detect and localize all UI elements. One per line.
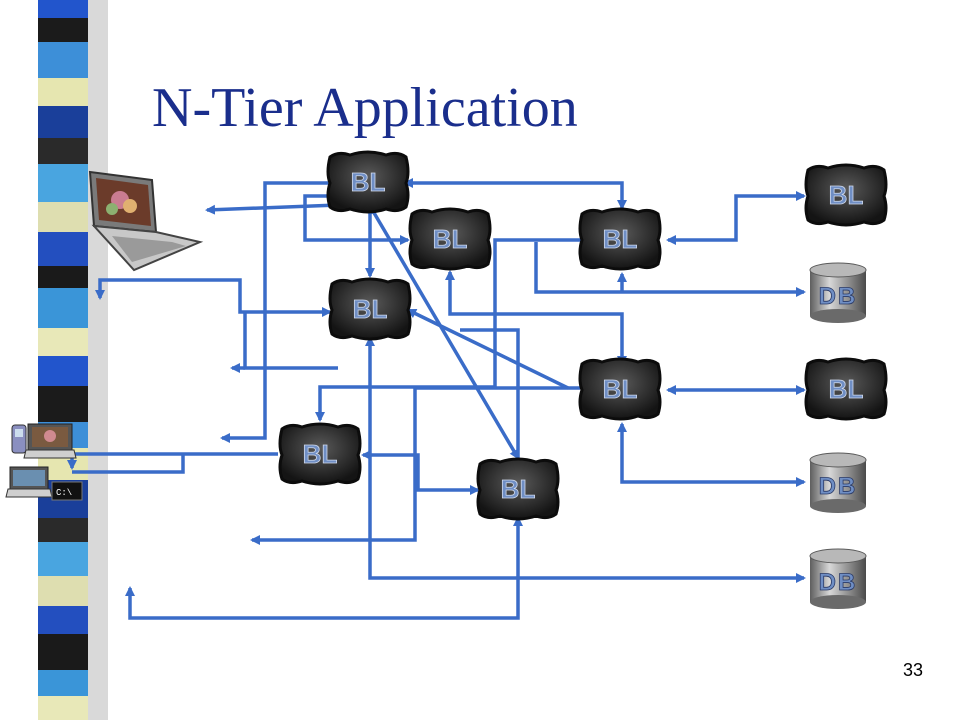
db-node-label: DB <box>819 283 858 310</box>
db-cylinder-body <box>810 460 866 506</box>
connector-arrow <box>67 452 278 470</box>
db-node: DB <box>809 452 867 513</box>
stripe-segment <box>38 696 88 720</box>
terminal-icon: C:\ <box>51 481 83 501</box>
connector-arrow <box>95 278 332 317</box>
bl-node-body <box>476 457 560 521</box>
phone-icon <box>11 424 27 454</box>
db-cylinder-top <box>809 262 867 278</box>
laptop-icon <box>88 170 204 272</box>
connector-lines <box>67 178 806 620</box>
stripe-segment <box>38 18 88 42</box>
bl-node: BL <box>326 150 410 214</box>
stripe-segment <box>38 288 88 328</box>
stripe-segment <box>38 542 88 576</box>
stripe-segment <box>38 42 88 78</box>
connector-arrow <box>303 194 410 245</box>
stripe-segment <box>38 518 88 542</box>
bl-node-body <box>804 163 888 227</box>
stripe-segment <box>38 634 88 670</box>
bl-node-body <box>326 150 410 214</box>
bl-node: BL <box>328 277 412 341</box>
stripe-segment <box>38 328 88 356</box>
small-laptop-icon <box>5 466 53 498</box>
svg-text:C:\: C:\ <box>56 488 72 498</box>
bl-node: BL <box>578 357 662 421</box>
bl-node: BL <box>578 207 662 271</box>
db-node-label: DB <box>819 569 858 596</box>
bl-node-label: BL <box>351 167 386 197</box>
bl-node-body <box>328 277 412 341</box>
connector-arrow <box>315 385 495 422</box>
connector-arrow <box>361 450 480 495</box>
db-node: DB <box>809 548 867 609</box>
connector-arrow <box>534 242 806 297</box>
bl-node: BL <box>804 163 888 227</box>
bl-node-body <box>578 207 662 271</box>
bl-node-label: BL <box>603 224 638 254</box>
slide-title: N-Tier Application <box>152 77 578 139</box>
bl-node-body <box>804 357 888 421</box>
stripe-segment <box>38 386 88 422</box>
stripe-segment <box>38 266 88 288</box>
connector-arrow <box>205 203 339 215</box>
stripe-segment <box>38 606 88 634</box>
connector-arrow <box>460 328 520 458</box>
bl-node-body <box>278 422 362 486</box>
bl-node-label: BL <box>303 439 338 469</box>
bl-node: BL <box>476 457 560 521</box>
db-cylinder-top <box>809 548 867 564</box>
connector-arrow <box>403 178 627 210</box>
bl-node-label: BL <box>829 374 864 404</box>
stripe-segment <box>38 576 88 606</box>
bl-node-label: BL <box>433 224 468 254</box>
db-cylinder-top <box>809 452 867 468</box>
stripe-segment <box>38 0 88 18</box>
bl-node-body <box>578 357 662 421</box>
db-node: DB <box>809 262 867 323</box>
stripe-segment <box>38 356 88 386</box>
bl-node: BL <box>804 357 888 421</box>
db-cylinder-body <box>810 270 866 316</box>
bl-node: BL <box>408 207 492 271</box>
small-laptop-icon <box>23 423 77 459</box>
stripe-segment <box>38 232 88 266</box>
db-cylinder-bottom <box>810 595 866 609</box>
bl-node-label: BL <box>603 374 638 404</box>
page-number: 33 <box>903 660 924 680</box>
connector-arrow <box>243 312 338 370</box>
bl-node-label: BL <box>501 474 536 504</box>
connector-arrow <box>666 191 806 245</box>
db-cylinder-bottom <box>810 499 866 513</box>
db-cylinder-body <box>810 556 866 602</box>
connector-arrow <box>72 454 185 474</box>
stripe-segment <box>38 78 88 106</box>
stripe-segment <box>38 202 88 232</box>
stripe-segment <box>38 670 88 696</box>
bl-node: BL <box>278 422 362 486</box>
connector-arrow <box>617 422 806 487</box>
db-cylinder-bottom <box>810 309 866 323</box>
db-node-label: DB <box>819 473 858 500</box>
stripe-segment <box>38 106 88 138</box>
stripe-segment <box>38 164 88 202</box>
bl-node-body <box>408 207 492 271</box>
connector-arrow <box>125 516 523 620</box>
bl-node-label: BL <box>353 294 388 324</box>
bl-node-label: BL <box>829 180 864 210</box>
connector-arrow <box>406 308 569 390</box>
stripe-segment <box>38 138 88 164</box>
